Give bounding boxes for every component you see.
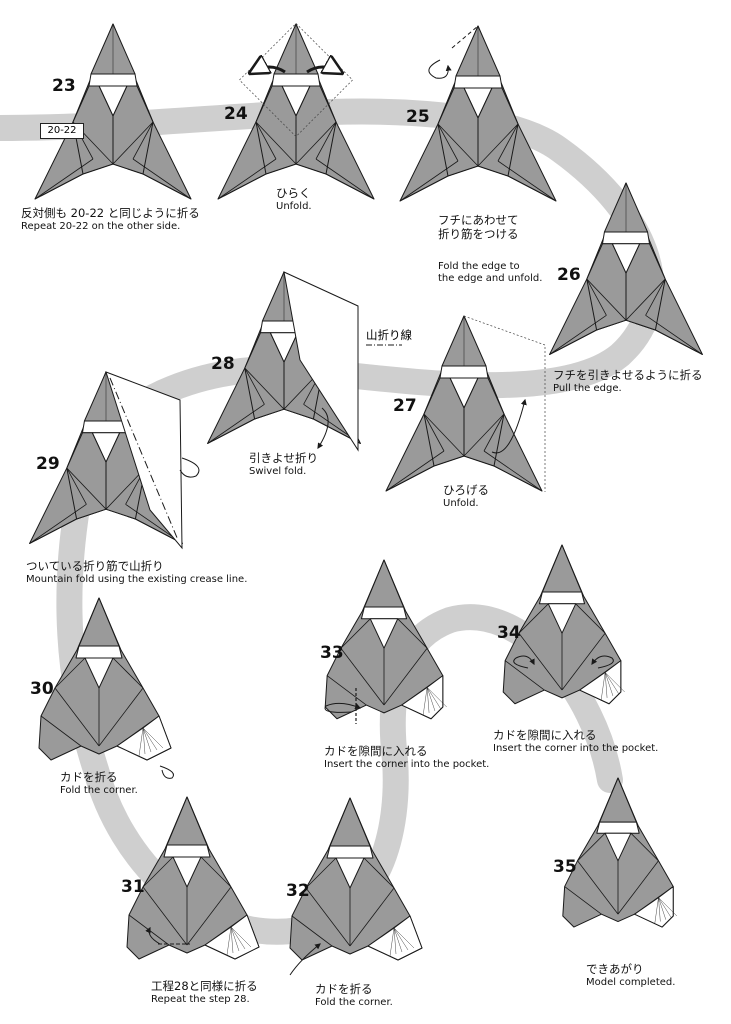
step-27-figure — [385, 315, 543, 492]
swivel-arrow — [145, 926, 161, 945]
step-number: 30 — [30, 679, 54, 699]
caption-en: Model completed. — [586, 976, 676, 988]
step-caption: ひらく Unfold. — [276, 186, 312, 213]
mountain-fold-arrow — [179, 457, 200, 478]
caption-jp: できあがり — [586, 962, 644, 976]
step-23-figure — [34, 23, 192, 200]
step-number: 29 — [36, 454, 60, 474]
caption-en: Unfold. — [443, 497, 479, 509]
caption-jp: カドを折る — [315, 982, 373, 996]
step-caption: 反対側も 20-22 と同じように折る Repeat 20-22 on the … — [21, 206, 200, 233]
caption-jp: 工程28と同様に折る — [151, 979, 258, 993]
step-number: 31 — [121, 877, 145, 897]
mountain-fold-label: 山折り線 — [366, 328, 412, 342]
step-number: 32 — [286, 881, 310, 901]
step-30-figure — [38, 597, 172, 761]
caption-jp: ついている折り筋で山折り — [26, 559, 164, 573]
step-number: 25 — [406, 107, 430, 127]
step-caption: フチを引きよせるように折る Pull the edge. — [553, 368, 703, 395]
swivel-arrow — [317, 407, 329, 450]
white-flap — [283, 271, 359, 452]
step-flow-path — [0, 98, 665, 945]
step-number: 26 — [557, 265, 581, 285]
fold-arrow — [159, 765, 174, 779]
caption-jp: カドを折る — [60, 770, 118, 784]
caption-jp: カドを隙間に入れる — [324, 744, 428, 758]
fold-arrow — [428, 59, 452, 79]
step-number: 34 — [497, 623, 521, 643]
step-caption: カドを隙間に入れる Insert the corner into the poc… — [324, 744, 490, 771]
caption-jp: 引きよせ折り — [249, 451, 318, 465]
step-26-figure — [549, 182, 703, 355]
step-caption: フチにあわせて 折り筋をつける Fold the edge to the edg… — [438, 195, 542, 304]
insert-arrow-left — [513, 655, 535, 669]
caption-en: Fold the corner. — [315, 996, 393, 1008]
caption-jp: 反対側も 20-22 と同じように折る — [21, 206, 200, 220]
step-caption: 工程28と同様に折る Repeat the step 28. — [151, 979, 258, 1006]
caption-jp: ひらく — [276, 186, 311, 200]
step-35-figure — [562, 777, 678, 928]
fold-arrow — [289, 943, 321, 976]
caption-en: Repeat 20-22 on the other side. — [21, 220, 181, 232]
unfold-arrow-right — [306, 67, 340, 72]
insert-arrow-right — [591, 655, 614, 669]
step-caption: できあがり Model completed. — [586, 962, 676, 989]
caption-en: Fold the edge to the edge and unfold. — [438, 260, 543, 284]
caption-en: Fold the corner. — [60, 784, 138, 796]
step-number: 33 — [320, 643, 344, 663]
caption-jp: カドを隙間に入れる — [493, 728, 597, 742]
unfold-arrow-left — [252, 67, 286, 72]
caption-jp: フチを引きよせるように折る — [553, 368, 703, 382]
insert-arrow — [324, 702, 362, 713]
caption-en: Insert the corner into the pocket. — [324, 758, 490, 770]
step-caption: 引きよせ折り Swivel fold. — [249, 451, 318, 478]
step-caption: カドを隙間に入れる Insert the corner into the poc… — [493, 728, 659, 755]
step-number: 28 — [211, 354, 235, 374]
unfold-outline — [238, 22, 354, 138]
step-25-figure — [399, 25, 557, 202]
caption-en: Mountain fold using the existing crease … — [26, 573, 248, 585]
step-31-figure — [126, 796, 260, 960]
step-number: 27 — [393, 396, 417, 416]
step-32-figure — [289, 797, 423, 961]
step-33-figure — [324, 559, 447, 720]
step-caption: ついている折り筋で山折り Mountain fold using the exi… — [26, 559, 248, 586]
step-24-figure — [217, 23, 375, 200]
caption-jp: フチにあわせて 折り筋をつける — [438, 213, 519, 241]
unfold-outline — [463, 315, 546, 492]
caption-en: Repeat the step 28. — [151, 993, 250, 1005]
caption-en: Swivel fold. — [249, 465, 307, 477]
unfold-arrow — [491, 398, 527, 454]
step-number: 24 — [224, 104, 248, 124]
caption-en: Insert the corner into the pocket. — [493, 742, 659, 754]
step-number: 35 — [553, 857, 577, 877]
reference-label: 20-22 — [40, 123, 84, 139]
step-caption: ひろげる Unfold. — [443, 483, 489, 510]
caption-jp: ひろげる — [443, 483, 489, 497]
step-caption: カドを折る Fold the corner. — [60, 770, 138, 797]
caption-en: Unfold. — [276, 200, 312, 212]
caption-en: Pull the edge. — [553, 382, 622, 394]
step-number: 23 — [52, 76, 76, 96]
step-caption: カドを折る Fold the corner. — [315, 982, 393, 1009]
